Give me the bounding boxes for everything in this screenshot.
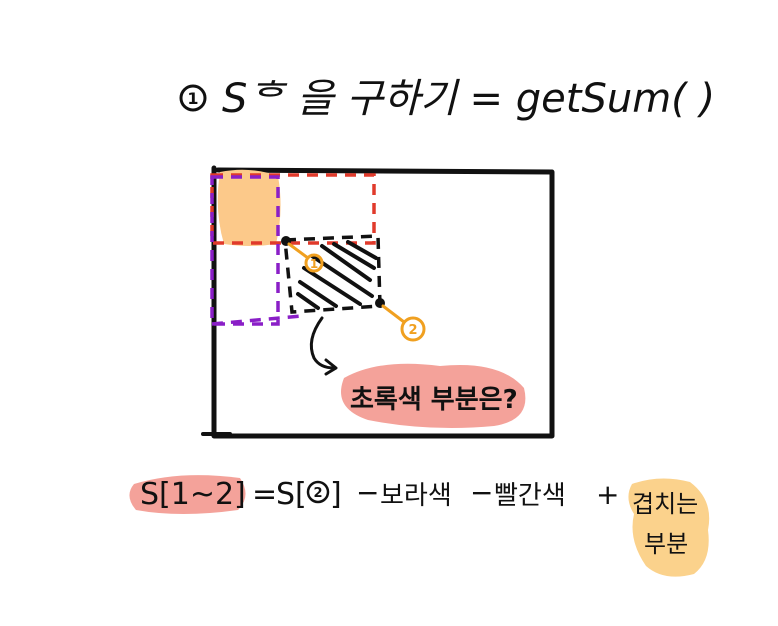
red-region-outline	[210, 173, 376, 245]
title-step-number: 1	[187, 89, 198, 108]
marker-2: 2	[381, 304, 426, 342]
formula-s-prefix: S[	[276, 477, 307, 512]
matrix-frame	[201, 165, 555, 439]
question-highlight	[341, 363, 526, 428]
question-arrow	[309, 316, 336, 370]
formula-term-overlap-line2: 부분	[644, 530, 688, 558]
marker-2-label: 2	[408, 323, 417, 338]
marker-1: 1	[287, 242, 324, 273]
formula-minus-2: −	[470, 476, 493, 509]
marker-1-circle	[304, 253, 324, 273]
target-region-hatching	[296, 240, 378, 310]
question-text: 초록색 부분은?	[350, 385, 518, 415]
formula-s-suffix: ]	[330, 477, 342, 512]
matrix-border	[211, 165, 555, 439]
overlap-region-fill	[217, 169, 281, 246]
formula-term-purple: 보라색	[380, 481, 452, 511]
formula-term-overlap-line1: 겹치는	[632, 490, 698, 518]
title-group: 1 Sᄒ 을 구하기 = getSum( )	[179, 76, 715, 122]
formula-lhs: S[1~2]	[140, 477, 246, 512]
formula-overlap-highlight	[628, 478, 710, 577]
formula-lhs-highlight	[129, 475, 246, 514]
target-region-outline	[283, 234, 382, 314]
formula-plus: +	[596, 478, 619, 511]
page-title: Sᄒ 을 구하기 = getSum( )	[222, 76, 715, 122]
formula-term-red: 빨간색	[494, 481, 566, 511]
formula-minus-1: −	[356, 476, 379, 509]
purple-region-outline	[210, 175, 280, 326]
question-arrowhead	[324, 358, 338, 376]
formula-s-marker: 2	[313, 486, 322, 501]
marker-1-label: 1	[310, 257, 318, 271]
formula-group: S[1~2] = S[ 2 ] − 보라색 − 빨간색 + 겹치는 부분	[129, 475, 710, 577]
marker-2-circle	[400, 316, 426, 342]
formula-s-marker-circle	[306, 480, 330, 504]
formula-equals: =	[252, 477, 277, 512]
title-step-circle	[179, 84, 207, 112]
purple-region-bottom	[211, 314, 303, 326]
